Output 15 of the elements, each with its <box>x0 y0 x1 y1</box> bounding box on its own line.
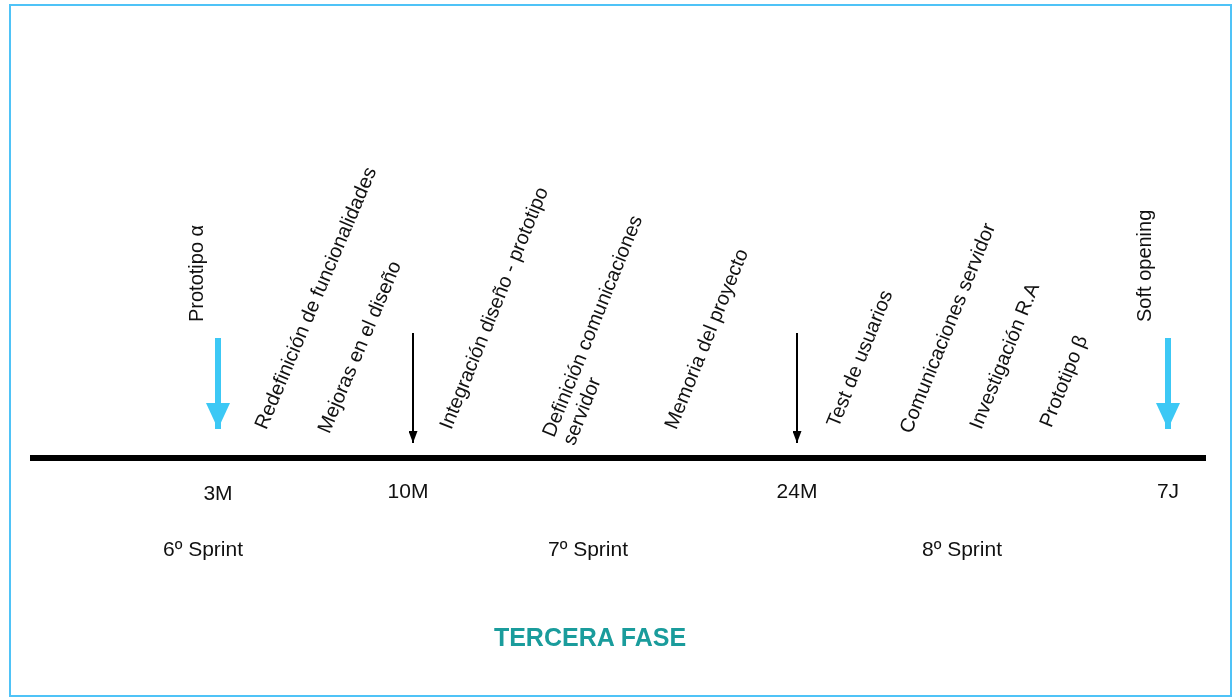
arrow <box>408 332 418 444</box>
milestone-label: Soft opening <box>1133 209 1155 338</box>
date-label: 7J <box>1156 479 1180 503</box>
timeline-axis <box>30 455 1206 461</box>
sprint-label: 7º Sprint <box>548 537 628 561</box>
phase-title: TERCERA FASE <box>493 623 687 652</box>
date-label: 3M <box>203 481 233 505</box>
arrow <box>1156 338 1180 429</box>
date-label: 10M <box>387 479 429 503</box>
milestone-label: Prototipo α <box>185 224 207 338</box>
sprint-label: 6º Sprint <box>163 537 243 561</box>
arrow <box>206 338 230 429</box>
sprint-label: 8º Sprint <box>922 537 1002 561</box>
date-label: 24M <box>776 479 818 503</box>
arrow <box>792 332 802 444</box>
